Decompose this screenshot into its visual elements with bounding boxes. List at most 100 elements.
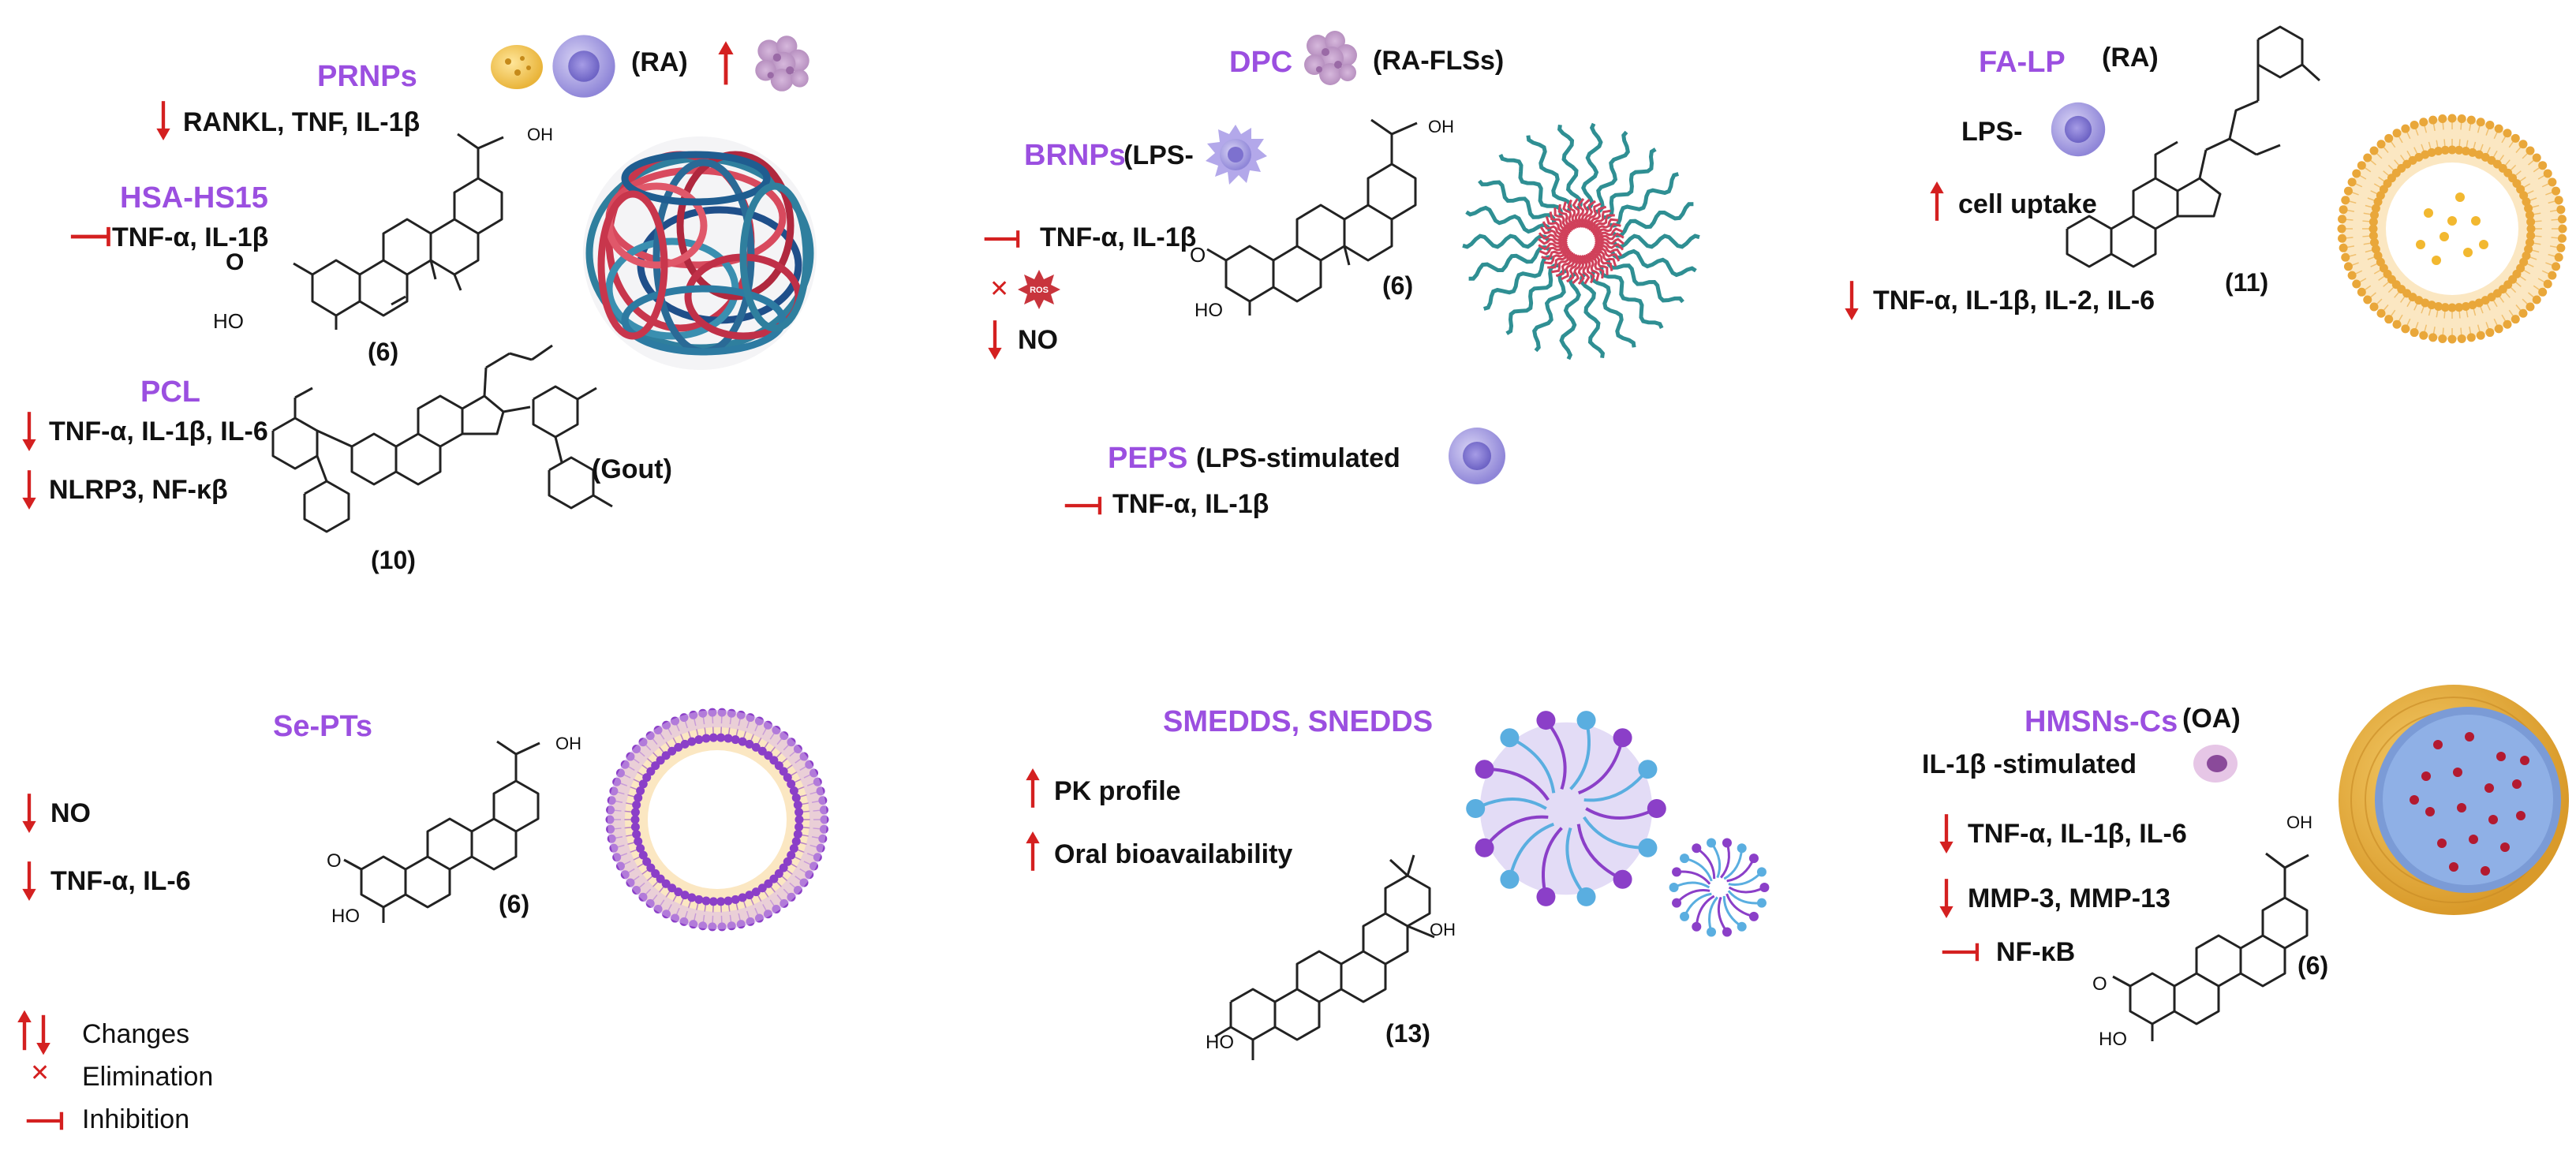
arrow-up-icon <box>716 41 735 87</box>
hmsns-context: IL-1β -stimulated <box>1922 749 2137 779</box>
hsa-effect1: TNF-α, IL-1β <box>112 222 269 252</box>
hmsns-effect3: NF-κB <box>1996 937 2076 967</box>
arrow-down-icon <box>21 792 38 833</box>
brnps-compound-label: (6) <box>1382 271 1414 300</box>
ros-icon: ROS <box>1018 270 1060 309</box>
falp-effect1: cell uptake <box>1958 189 2097 219</box>
legend-elimination: Elimination <box>82 1062 214 1092</box>
falp-disease: (RA) <box>2102 43 2159 73</box>
mol-oh-label: OH <box>1430 920 1456 939</box>
inhibition-icon <box>24 1111 68 1131</box>
smedds-compound-label: (13) <box>1385 1019 1430 1048</box>
pcl-disease: (Gout) <box>592 454 672 484</box>
arrow-down-icon <box>21 860 38 901</box>
yellow-cell-icon <box>491 45 543 89</box>
septs-effect1: NO <box>50 798 91 828</box>
compound-10-structure <box>271 344 613 533</box>
pcl-label: PCL <box>140 375 200 409</box>
pcl-effect2: NLRP3, NF-κβ <box>49 475 228 505</box>
legend-inhibition: Inhibition <box>82 1104 190 1134</box>
falp-effect2: TNF-α, IL-1β, IL-2, IL-6 <box>1873 286 2155 316</box>
arrow-down-icon <box>986 319 1004 360</box>
mesoporous-nanoparticle-icon <box>2339 685 2569 915</box>
septs-effect2: TNF-α, IL-6 <box>50 866 191 896</box>
macrophage-icon <box>552 35 615 98</box>
pcl-effect1: TNF-α, IL-1β, IL-6 <box>49 417 268 446</box>
hmsns-mol-o-label: O <box>2092 973 2107 995</box>
mol-oh-label: OH <box>2286 812 2312 832</box>
polymer-nanoparticle-icon <box>583 136 817 370</box>
falp-label: FA-LP <box>1979 46 2066 79</box>
prnps-compound-label: (6) <box>368 338 399 366</box>
hmsns-effect2: MMP-3, MMP-13 <box>1968 883 2170 913</box>
arrow-down-icon <box>35 1011 52 1057</box>
hsa-label: HSA-HS15 <box>120 181 268 215</box>
prnps-label: PRNPs <box>317 60 417 93</box>
liposome-icon <box>2337 114 2567 344</box>
septs-compound-label: (6) <box>499 890 530 918</box>
brnps-effect2: NO <box>1018 325 1058 355</box>
inhibition-icon <box>69 226 114 248</box>
arrow-down-icon <box>155 99 172 140</box>
arrow-down-icon <box>1938 812 1955 854</box>
hmsns-mol-ho-label: HO <box>2099 1029 2127 1050</box>
septs-mol-o-label: O <box>327 850 342 872</box>
brnps-context: (LPS- <box>1123 140 1194 170</box>
hmsns-effect1: TNF-α, IL-1β, IL-6 <box>1968 819 2187 849</box>
compound-6-structure <box>1206 118 1418 316</box>
septs-mol-ho-label: HO <box>331 906 360 927</box>
hmsns-compound-label: (6) <box>2297 951 2329 980</box>
falp-context: LPS- <box>1961 117 2023 147</box>
micelle-icon <box>1466 711 1666 906</box>
peps-effect1: TNF-α, IL-1β <box>1112 489 1269 519</box>
compound-6-structure <box>293 133 504 330</box>
hmsns-disease: (OA) <box>2182 704 2241 734</box>
arrow-up-icon <box>16 1008 33 1054</box>
micelle-icon <box>1669 838 1770 937</box>
arrow-down-icon <box>21 469 38 510</box>
legend-changes: Changes <box>82 1019 190 1049</box>
hsa-mol-o-label: O <box>226 249 245 275</box>
brnps-label: BRNPs <box>1024 139 1126 172</box>
hsa-mol-ho-label: HO <box>213 309 244 333</box>
compound-11-structure <box>2066 25 2321 268</box>
arrow-down-icon <box>1938 877 1955 918</box>
prnps-effect1: RANKL, TNF, IL-1β <box>183 107 421 137</box>
macrophage-icon <box>1449 428 1505 484</box>
inhibition-icon <box>983 229 1023 249</box>
mol-oh-label: OH <box>555 734 581 753</box>
arrow-up-icon <box>1024 768 1041 809</box>
inhibition-icon <box>1941 942 1982 962</box>
brnps-mol-ho-label: HO <box>1195 300 1223 321</box>
brnps-effect1: TNF-α, IL-1β <box>1040 222 1197 252</box>
smedds-mol-ho-label: HO <box>1206 1032 1234 1053</box>
elimination-icon: ✕ <box>989 276 1010 302</box>
falp-compound-label: (11) <box>2225 268 2269 297</box>
prnps-disease: (RA) <box>631 47 688 77</box>
peps-label: PEPS <box>1108 442 1188 475</box>
arrow-up-icon <box>1024 831 1041 872</box>
peps-context: (LPS-stimulated <box>1196 443 1400 473</box>
cell-icon <box>2193 745 2238 783</box>
hmsns-label: HMSNs-Cs <box>2025 705 2178 738</box>
smedds-effect2: Oral bioavailability <box>1054 839 1293 869</box>
ros-label: ROS <box>1030 286 1049 295</box>
mol-oh-label: OH <box>527 125 553 144</box>
compound-6-structure <box>2112 852 2309 1041</box>
arrow-down-icon <box>21 410 38 451</box>
micelle-icon <box>1462 122 1700 360</box>
smedds-effect1: PK profile <box>1054 776 1181 806</box>
arrow-up-icon <box>1928 181 1946 222</box>
brnps-mol-o-label: O <box>1190 243 1206 267</box>
arrow-down-icon <box>1843 279 1860 320</box>
mol-oh-label: OH <box>1428 117 1454 136</box>
compound-13-structure <box>1214 854 1435 1060</box>
elimination-icon: ✕ <box>30 1060 50 1086</box>
inhibition-icon <box>1064 495 1105 516</box>
dpc-label: DPC <box>1229 46 1293 79</box>
dpc-disease: (RA-FLSs) <box>1373 46 1505 76</box>
pcl-compound-label: (10) <box>371 546 416 574</box>
smedds-label: SMEDDS, SNEDDS <box>1163 705 1434 738</box>
septs-label: Se-PTs <box>273 710 373 743</box>
